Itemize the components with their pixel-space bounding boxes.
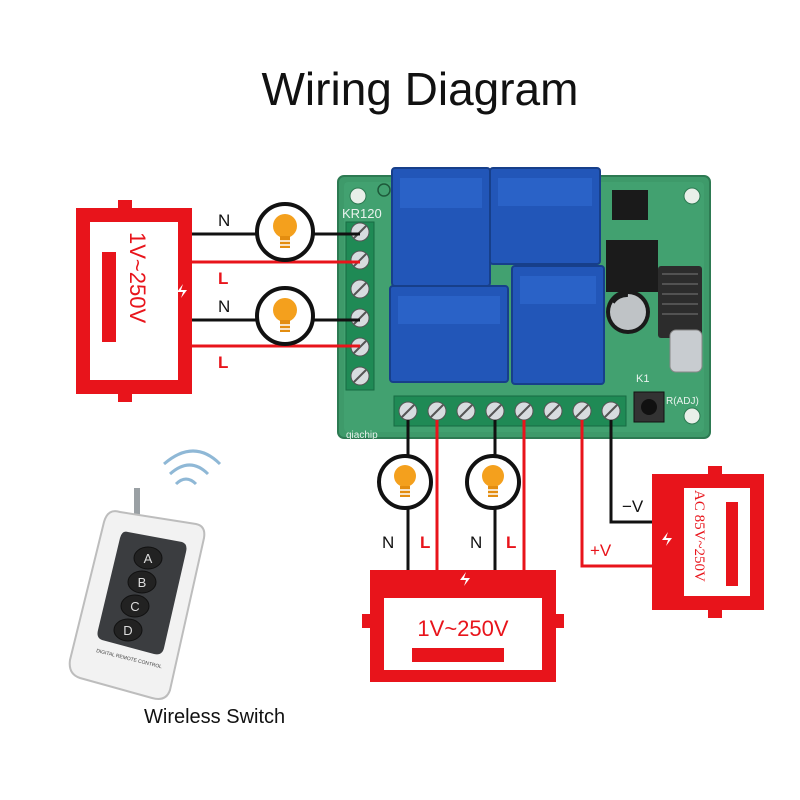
bottom-terminal-screw — [543, 401, 563, 421]
board-model-label: KR120 — [342, 206, 382, 221]
wire-label-l: L — [218, 269, 228, 288]
bottom-terminal-screw — [601, 401, 621, 421]
wire-label-l: L — [506, 533, 516, 552]
relay-3 — [389, 285, 509, 383]
bottom-terminal-screw — [514, 401, 534, 421]
left-terminal-screw — [350, 250, 370, 270]
signal-wave-icon — [163, 449, 222, 466]
relay-2 — [489, 167, 601, 265]
bulb-icon — [255, 286, 315, 346]
remote-button-label: C — [130, 599, 139, 614]
k1-label: K1 — [636, 373, 649, 385]
wire-label-pos-v: +V — [590, 541, 612, 560]
bottom-power-supply: 1V~250V — [362, 570, 564, 682]
remote-button-label: B — [138, 575, 147, 590]
wire-label-n: N — [218, 297, 230, 316]
right-supply-bar — [726, 502, 738, 586]
bottom-terminal-screw — [485, 401, 505, 421]
wire-label-n: N — [218, 211, 230, 230]
remote-button-label: A — [144, 551, 153, 566]
board-edge-text: qiachip — [346, 430, 378, 441]
wire-label-l: L — [218, 353, 228, 372]
bottom-terminal-screw — [427, 401, 447, 421]
right-power-supply: AC 85V~250V — [652, 466, 764, 618]
left-terminal-screw — [350, 279, 370, 299]
relay-1 — [391, 167, 491, 287]
bottom-terminal-screw — [572, 401, 592, 421]
lightning-icon — [177, 284, 187, 298]
wire-label-neg-v: −V — [622, 497, 644, 516]
remote-antenna — [134, 488, 140, 520]
left-terminal-screw — [350, 222, 370, 242]
left-terminal-block — [345, 221, 375, 391]
wire-label-l: L — [420, 533, 430, 552]
chip-small — [612, 190, 648, 220]
signal-wave-icon — [174, 477, 198, 486]
remote-caption: Wireless Switch — [144, 706, 286, 728]
lightning-icon — [662, 532, 672, 546]
left-supply-voltage: 1V~250V — [125, 232, 150, 323]
signal-wave-icon — [168, 463, 210, 476]
bottom-terminal-block — [393, 395, 627, 427]
crystal — [669, 329, 703, 373]
bulb-icon — [255, 202, 315, 262]
remote-button-a[interactable]: A — [133, 546, 163, 570]
wire-label-n: N — [470, 533, 482, 552]
right-supply-voltage: AC 85V~250V — [691, 490, 707, 582]
relay-4 — [511, 265, 605, 385]
wire-label-n: N — [382, 533, 394, 552]
bottom-supply-bar — [412, 648, 504, 662]
lightning-icon — [460, 572, 470, 586]
remote-button-label: D — [123, 623, 132, 638]
remote-control: A B C D DIGITAL REMOTE CONTROL — [68, 449, 222, 700]
bottom-supply-voltage: 1V~250V — [417, 616, 508, 641]
bottom-terminal-screw — [398, 401, 418, 421]
bottom-terminal-screw — [456, 401, 476, 421]
bulb-icon — [465, 454, 521, 510]
left-power-supply: 1V~250V — [76, 200, 192, 402]
left-supply-bar — [102, 252, 116, 342]
diagram-title: Wiring Diagram — [261, 63, 579, 115]
bulb-icon — [377, 454, 433, 510]
bottom-wiring — [406, 420, 654, 572]
antenna-coil — [658, 266, 702, 338]
chip-main — [606, 240, 658, 292]
capacitor — [606, 290, 650, 334]
remote-button-b[interactable]: B — [127, 570, 157, 594]
radj-label: R(ADJ) — [666, 396, 699, 407]
left-terminal-screw — [350, 308, 370, 328]
learn-button[interactable] — [633, 391, 665, 423]
left-wiring — [192, 232, 360, 348]
left-terminal-screw — [350, 366, 370, 386]
remote-button-c[interactable]: C — [120, 594, 150, 618]
receiver-board: KR120 K1 R(ADJ) qiachip — [337, 167, 711, 441]
remote-button-d[interactable]: D — [113, 618, 143, 642]
